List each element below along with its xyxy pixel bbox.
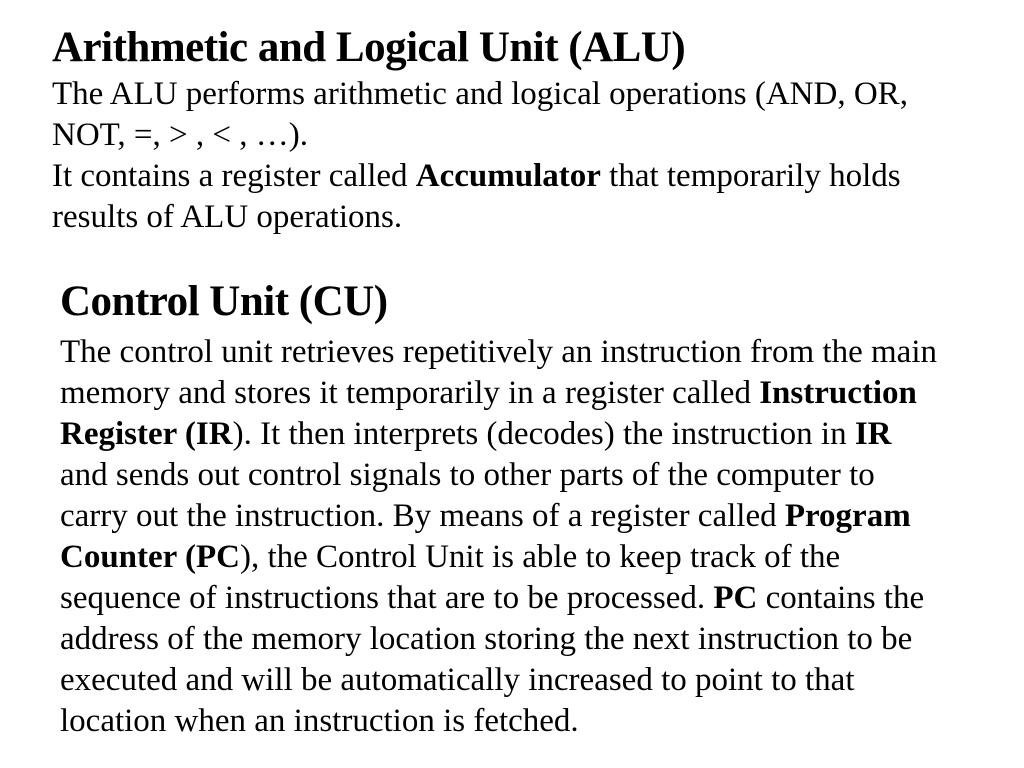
- text-line: NOT, =, > , < , …).: [52, 115, 908, 156]
- text-line: The control unit retrieves repetitively …: [60, 332, 937, 373]
- text-line: carry out the instruction. By means of a…: [60, 496, 937, 537]
- bold-text-run: Program: [784, 498, 911, 534]
- bold-text-run: PC: [713, 580, 758, 616]
- text-line: sequence of instructions that are to be …: [60, 578, 937, 619]
- text-line: address of the memory location storing t…: [60, 619, 937, 660]
- bold-text-run: Instruction: [759, 375, 917, 411]
- text-run: location when an instruction is fetched.: [60, 703, 579, 739]
- text-run: results of ALU operations.: [52, 199, 403, 235]
- text-line: The ALU performs arithmetic and logical …: [52, 74, 908, 115]
- text-line: location when an instruction is fetched.: [60, 701, 937, 742]
- text-line: Register (IR). It then interprets (decod…: [60, 414, 937, 455]
- text-line: memory and stores it temporarily in a re…: [60, 373, 937, 414]
- text-run: carry out the instruction. By means of a…: [60, 498, 785, 534]
- text-run: executed and will be automatically incre…: [60, 662, 855, 698]
- cu-section: Control Unit (CU) The control unit retrie…: [60, 276, 937, 742]
- text-run: and sends out control signals to other p…: [60, 457, 875, 493]
- text-run: sequence of instructions that are to be …: [60, 580, 714, 616]
- text-run: contains the: [757, 580, 925, 616]
- text-run: that temporarily holds: [600, 158, 901, 194]
- text-run: It contains a register called: [52, 158, 416, 194]
- text-run: The ALU performs arithmetic and logical …: [52, 76, 908, 112]
- text-line: Counter (PC), the Control Unit is able t…: [60, 537, 937, 578]
- text-run: ), the Control Unit is able to keep trac…: [239, 539, 841, 575]
- alu-section: Arithmetic and Logical Unit (ALU) The ALU…: [52, 22, 908, 238]
- bold-text-run: Register (IR: [60, 416, 233, 452]
- section-heading: Control Unit (CU): [60, 278, 388, 325]
- text-line: and sends out control signals to other p…: [60, 455, 937, 496]
- text-line: results of ALU operations.: [52, 197, 908, 238]
- bold-text-run: IR: [854, 416, 892, 452]
- text-run: The control unit retrieves repetitively …: [60, 334, 937, 370]
- text-line: It contains a register called Accumulato…: [52, 156, 908, 197]
- text-run: NOT, =, > , < , …).: [52, 117, 308, 153]
- text-run: address of the memory location storing t…: [60, 621, 913, 657]
- section-heading: Arithmetic and Logical Unit (ALU): [52, 24, 686, 71]
- bold-text-run: Accumulator: [415, 158, 601, 194]
- bold-text-run: Counter (PC: [60, 539, 240, 575]
- text-run: memory and stores it temporarily in a re…: [60, 375, 760, 411]
- text-run: ). It then interprets (decodes) the inst…: [232, 416, 855, 452]
- text-line: executed and will be automatically incre…: [60, 660, 937, 701]
